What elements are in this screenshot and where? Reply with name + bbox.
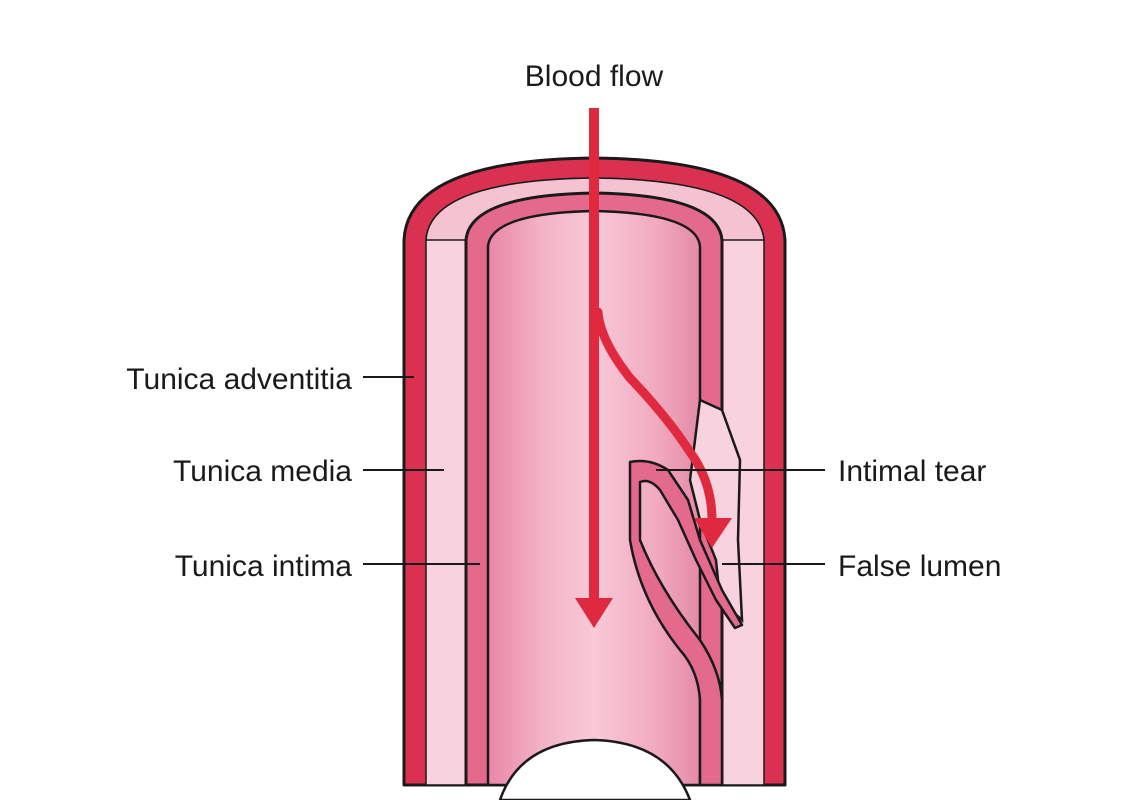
label-tunica-media: Tunica media bbox=[173, 455, 352, 488]
blood-flow-arrow bbox=[575, 108, 613, 628]
label-intimal-tear: Intimal tear bbox=[838, 455, 986, 488]
label-false-lumen: False lumen bbox=[838, 550, 1001, 583]
intimal-flap bbox=[628, 459, 744, 787]
diverted-flow-arrow bbox=[593, 307, 732, 548]
label-tunica-adventitia: Tunica adventitia bbox=[126, 363, 352, 396]
label-blood-flow: Blood flow bbox=[525, 60, 664, 93]
lumen-opening bbox=[498, 738, 692, 800]
label-tunica-intima: Tunica intima bbox=[175, 550, 353, 583]
